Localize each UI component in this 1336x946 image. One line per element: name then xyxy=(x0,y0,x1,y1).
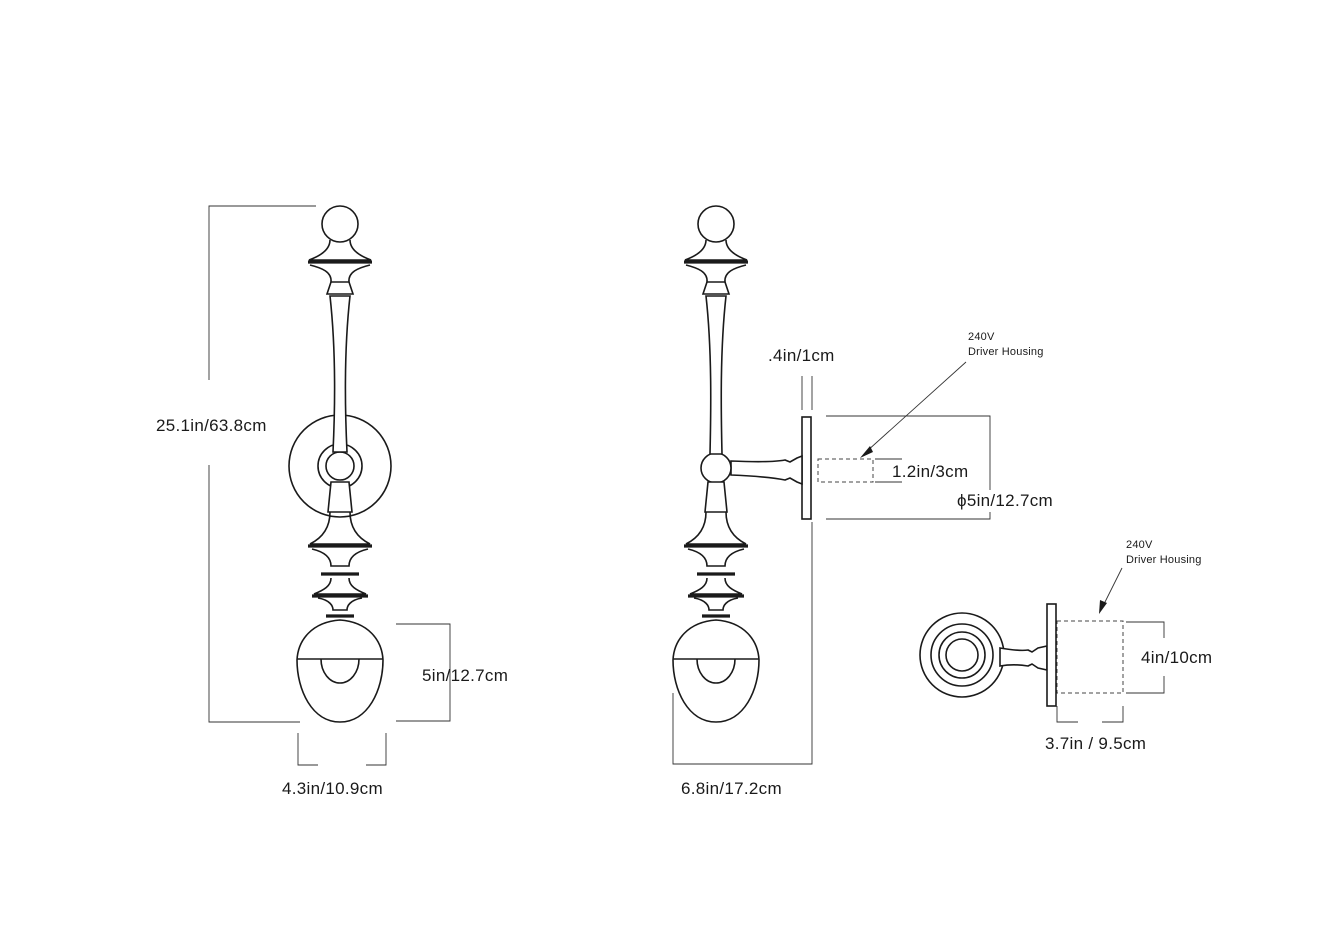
plan-width-dimension-lines xyxy=(1056,706,1124,723)
front-shade-height-label: 5in/12.7cm xyxy=(422,666,508,685)
side-top-finial xyxy=(697,205,735,243)
side-plate-thickness-lines xyxy=(801,376,813,410)
front-width-label: 4.3in/10.9cm xyxy=(282,779,383,798)
front-height-label: 25.1in/63.8cm xyxy=(156,416,267,435)
front-glass-shade xyxy=(296,619,384,723)
plan-driver-width-label: 3.7in / 9.5cm xyxy=(1045,734,1146,753)
front-stem xyxy=(329,295,351,453)
plan-rosette-inner xyxy=(938,631,986,679)
side-view: .4in/1cm 240V Driver Housing 1.2in/3cm ϕ… xyxy=(672,205,1053,798)
plan-rosette-core xyxy=(945,638,979,672)
front-shade-dimension-lines xyxy=(396,623,451,722)
plan-wall-plate xyxy=(1046,603,1057,707)
front-arm-knuckle xyxy=(325,451,355,481)
plan-arm xyxy=(999,645,1048,671)
side-wall-plate xyxy=(801,416,812,520)
side-plate-diameter-label: ϕ5in/12.7cm xyxy=(957,491,1053,510)
side-arm-knuckle xyxy=(700,452,732,484)
side-depth-label: 6.8in/17.2cm xyxy=(681,779,782,798)
plan-rosette-ring xyxy=(930,623,994,687)
front-top-finial xyxy=(321,205,359,243)
front-bulb xyxy=(320,658,360,684)
side-driver-note-line2: Driver Housing xyxy=(968,346,1044,358)
side-driver-depth-label: 1.2in/3cm xyxy=(892,462,968,481)
side-depth-dimension-lines xyxy=(672,522,813,765)
front-width-dimension-lines xyxy=(297,733,387,766)
side-stem xyxy=(705,295,727,455)
side-driver-dimension-lines xyxy=(817,458,902,483)
side-driver-note-line1: 240V xyxy=(968,331,995,343)
plan-driver-leader xyxy=(1099,567,1123,614)
front-view: 25.1in/63.8cm 5in/12.7cm 4.3in/10.9cm xyxy=(156,205,508,798)
plan-driver-note-line1: 240V xyxy=(1126,539,1153,551)
front-height-dimension-lines xyxy=(208,205,316,723)
plan-height-dimension-lines xyxy=(1126,621,1165,694)
side-arm xyxy=(730,454,803,486)
side-plate-diameter-lines xyxy=(826,415,991,520)
plan-rosette-outer xyxy=(919,612,1005,698)
plan-driver-height-label: 4in/10cm xyxy=(1141,648,1212,667)
side-glass-shade xyxy=(672,619,760,723)
side-bulb xyxy=(696,658,736,684)
plan-view: 240V Driver Housing 4in/10cm 3.7in / 9.5… xyxy=(919,539,1212,753)
side-driver-housing xyxy=(817,458,874,483)
plan-driver-note-line2: Driver Housing xyxy=(1126,554,1202,566)
plan-driver-housing xyxy=(1056,620,1124,694)
side-plate-thickness-label: .4in/1cm xyxy=(768,346,835,365)
side-driver-leader xyxy=(860,361,967,458)
